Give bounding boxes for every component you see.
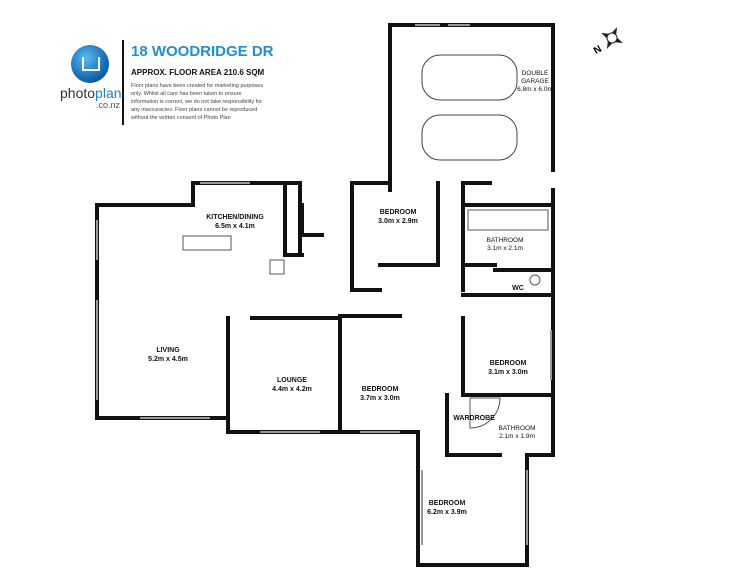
brand-text: photo	[60, 85, 96, 101]
room-label: LOUNGE	[277, 377, 307, 384]
room-label: BATHROOM	[498, 425, 535, 432]
room-dims: 3.1m x 3.0m	[488, 369, 528, 376]
room-dims: 2.1m x 1.9m	[499, 433, 535, 440]
room-label: WC	[512, 285, 524, 292]
brand-domain: .co.nz	[95, 100, 120, 110]
room-label: GARAGE	[521, 78, 549, 85]
property-title: 18 WOODRIDGE DR	[131, 43, 274, 60]
room-label: WARDROBE	[453, 415, 495, 422]
room-label: BEDROOM	[429, 500, 466, 507]
room-dims: 3.7m x 3.0m	[360, 395, 400, 402]
photoplan-logo: photoplan.co.nz	[60, 45, 122, 111]
compass-north: N	[592, 44, 604, 57]
house-globe-icon	[71, 45, 109, 83]
walls	[95, 23, 555, 567]
room-label: BEDROOM	[362, 386, 399, 393]
brand-accent: plan	[95, 85, 122, 101]
room-dims: 6.2m x 3.9m	[427, 509, 467, 516]
room-label: LIVING	[156, 347, 180, 354]
room-dims: 3.0m x 2.9m	[378, 218, 418, 225]
room-label: BEDROOM	[380, 209, 417, 216]
room-label: BEDROOM	[490, 360, 527, 367]
floor-area: APPROX. FLOOR AREA 210.6 SQM	[131, 68, 265, 77]
disclaimer: Floor plans have been created for market…	[131, 83, 264, 121]
room-label: KITCHEN/DINING	[206, 214, 264, 221]
divider	[122, 40, 124, 125]
compass-rose-icon: N	[592, 27, 623, 57]
room-label: DOUBLE	[522, 70, 549, 77]
fixtures	[182, 209, 549, 429]
room-dims: 4.4m x 4.2m	[272, 386, 312, 393]
room-dims: 3.1m x 2.1m	[487, 245, 523, 252]
windows	[96, 24, 552, 545]
car-icons	[421, 54, 518, 161]
room-dims: 5.2m x 4.5m	[148, 356, 188, 363]
room-dims: 6.8m x 6.0m	[517, 86, 553, 93]
room-dims: 6.5m x 4.1m	[215, 223, 255, 230]
room-label: BATHROOM	[486, 237, 523, 244]
